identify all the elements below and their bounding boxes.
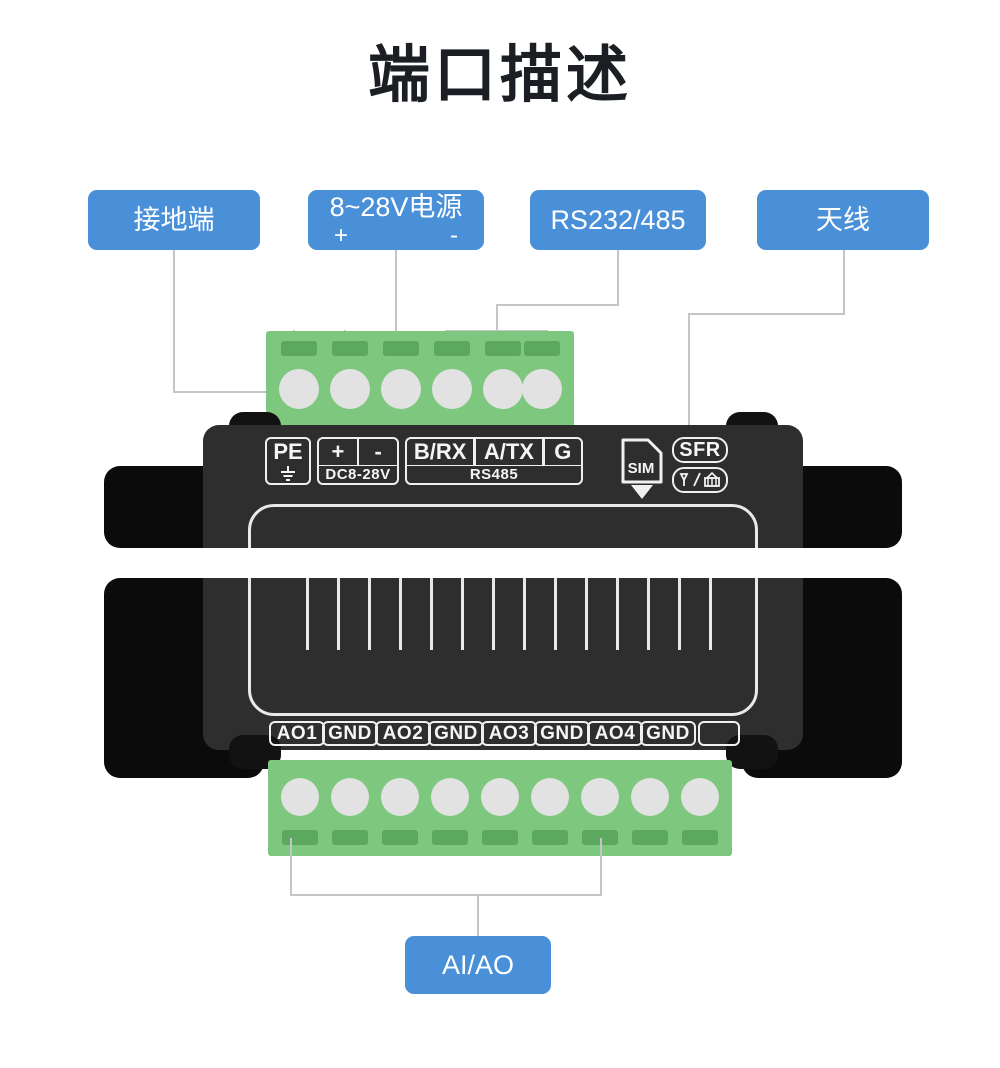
leader-serial-stem: [496, 304, 498, 332]
leader-aiao-left-drop: [290, 838, 292, 895]
pin-box-ao2: AO2: [375, 721, 431, 746]
bottom-terminal-slot: [632, 830, 668, 845]
top-terminal-screw: [522, 369, 562, 409]
pin-label-gnd4: GND: [646, 722, 690, 744]
top-terminal-block: [266, 331, 574, 427]
leader-power-vertical: [395, 250, 397, 362]
pin-label-gnd1: GND: [328, 722, 372, 744]
bottom-terminal-slot: [682, 830, 718, 845]
sim-insert-direction-arrow: [631, 485, 653, 499]
leader-serial-horizontal: [496, 304, 619, 306]
silk-pe-label: PE: [273, 439, 303, 464]
bottom-terminal-slot: [482, 830, 518, 845]
pin-box-gnd1: GND: [322, 721, 378, 746]
pin-box-gnd2: GND: [428, 721, 484, 746]
top-terminal-slot: [383, 341, 419, 356]
page-title: 端口描述: [367, 41, 632, 110]
silk-serial-pin-b: B/RX: [413, 439, 467, 464]
callout-aiao[interactable]: AI/AO: [405, 936, 551, 994]
bottom-terminal-slot: [282, 830, 318, 845]
top-terminal-screw: [432, 369, 472, 409]
callout-power-polarity: + -: [318, 224, 474, 248]
pin-box-gnd3: GND: [534, 721, 590, 746]
bottom-terminal-block: [268, 760, 732, 856]
bottom-terminal-screw: [681, 778, 719, 816]
sim-card-icon: SIM: [620, 438, 664, 494]
top-terminal-slot: [485, 341, 521, 356]
pin-label-ao3: AO3: [488, 722, 530, 744]
leader-ground-horizontal: [173, 391, 295, 393]
top-terminal-slot: [524, 341, 560, 356]
leader-ground-vertical: [173, 250, 175, 393]
earth-ground-icon: [267, 465, 309, 483]
top-terminal-screw: [483, 369, 523, 409]
callout-antenna-label: 天线: [816, 204, 870, 235]
sfr-badge-label: SFR: [679, 438, 721, 461]
leader-aiao-bracket: [290, 894, 602, 896]
leader-antenna-horizontal: [688, 313, 845, 315]
bottom-terminal-slot: [432, 830, 468, 845]
pin-label-ao2: AO2: [382, 722, 424, 744]
leader-aiao-stem: [477, 894, 479, 936]
pin-box-ao3: AO3: [481, 721, 537, 746]
bottom-terminal-slot: [582, 830, 618, 845]
silk-power-minus: -: [374, 439, 382, 464]
callout-power-label: 8~28V电源: [329, 191, 463, 222]
top-terminal-slot: [281, 341, 317, 356]
pin-box-gnd4: GND: [640, 721, 696, 746]
top-terminal-screw: [279, 369, 319, 409]
bottom-terminal-screw: [531, 778, 569, 816]
silk-power-range: DC8-28V: [325, 466, 391, 483]
top-terminal-screw: [381, 369, 421, 409]
callout-serial-label: RS232/485: [550, 204, 686, 235]
leader-antenna-vertical: [843, 250, 845, 315]
pin-label-gnd3: GND: [540, 722, 584, 744]
bottom-terminal-screw: [381, 778, 419, 816]
bottom-terminal-slot: [332, 830, 368, 845]
silk-pe-group: PE: [265, 437, 311, 485]
pin-label-ao1: AO1: [276, 722, 318, 744]
bottom-terminal-screw: [281, 778, 319, 816]
sfr-badge: SFR: [672, 437, 728, 463]
device-body: [203, 425, 803, 750]
top-terminal-slot: [434, 341, 470, 356]
top-terminal-screw: [330, 369, 370, 409]
callout-antenna[interactable]: 天线: [757, 190, 929, 250]
heatsink-frame: [248, 504, 758, 716]
bottom-terminal-screw: [631, 778, 669, 816]
leader-antenna-drop: [688, 313, 690, 426]
bottom-terminal-screw: [431, 778, 469, 816]
callout-power-minus: -: [450, 222, 458, 250]
body-seam-band: [104, 548, 902, 578]
leader-aiao-right-drop: [600, 838, 602, 895]
bottom-terminal-slot: [532, 830, 568, 845]
callout-power[interactable]: 8~28V电源 + -: [308, 190, 484, 250]
pin-box-ao1: AO1: [269, 721, 325, 746]
silk-power-plus: +: [331, 439, 345, 464]
antenna-network-icon: [672, 467, 728, 493]
silk-serial-pin-g: G: [554, 439, 572, 464]
pin-label-gnd2: GND: [434, 722, 478, 744]
silk-serial-group: B/RX A/TX G RS485: [405, 437, 583, 485]
leader-serial-vertical: [617, 250, 619, 306]
callout-ground[interactable]: 接地端: [88, 190, 260, 250]
callout-serial[interactable]: RS232/485: [530, 190, 706, 250]
svg-text:SIM: SIM: [628, 460, 655, 477]
bottom-terminal-screw: [581, 778, 619, 816]
top-terminal-slot: [332, 341, 368, 356]
pin-box-ao4: AO4: [587, 721, 643, 746]
bottom-terminal-slot: [382, 830, 418, 845]
callout-ground-label: 接地端: [133, 204, 215, 235]
callout-aiao-label: AI/AO: [441, 949, 515, 980]
silk-power-group: + - DC8-28V: [317, 437, 399, 485]
silk-serial-bus: RS485: [469, 466, 519, 483]
pin-box-blank: [698, 721, 740, 746]
pin-label-ao4: AO4: [594, 722, 636, 744]
bottom-terminal-screw: [481, 778, 519, 816]
bottom-terminal-screw: [331, 778, 369, 816]
callout-power-plus: +: [334, 222, 349, 250]
silk-serial-pin-a: A/TX: [483, 439, 534, 464]
